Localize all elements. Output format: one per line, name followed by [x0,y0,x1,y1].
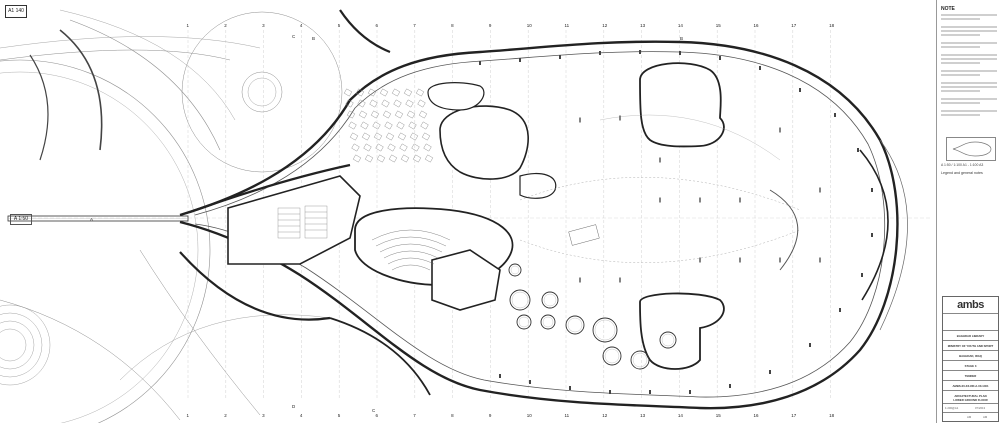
section-mark: C [292,34,296,39]
grid-label: 4 [300,413,303,418]
interior-volumes [227,62,725,370]
drawing-number: AMBS-00-XX-DR-A-00-1401 [952,384,989,388]
drawing-scale: 1:200@A1 [945,406,959,410]
central-hall [519,114,801,271]
site-context [0,9,343,428]
section-mark: B [312,36,315,41]
grid-label: 2 [224,23,227,28]
grid-label: 11 [565,413,570,418]
grid-label: 13 [640,23,646,28]
grid-label: 12 [602,23,608,28]
lecture-seating [277,205,328,239]
drawing-title-2: LOWER GROUND FLOOR [953,398,988,402]
drawing-date: 07/2013 [975,406,986,410]
stage: STAGE 3 [964,364,977,368]
reading-pods [508,263,677,370]
grid-label: 6 [376,413,379,418]
location: BAGHDAD, IRAQ [959,354,982,358]
section-mark: D [292,404,296,409]
address-block [943,313,998,330]
grid-label: 3 [262,413,265,418]
building-envelope [179,9,908,410]
note-text-lines [941,14,997,118]
section-mark: C [372,408,376,413]
section-mark: B [680,36,683,41]
section-markers: C B D C A A B [90,34,943,413]
grid-label: 14 [678,413,684,418]
grid-label: 7 [413,413,416,418]
grid-label: 12 [602,413,608,418]
note-title: NOTE [941,6,955,12]
legend-text: Legend and general notes [941,171,983,175]
grid-label: 8 [451,23,454,28]
grid-label: 15 [716,413,722,418]
entrance-bridge [7,215,189,222]
grid-label: 6 [376,23,379,28]
scale-label: A 1:50 [10,214,32,225]
grid-label: 13 [640,413,646,418]
grid-label: 16 [754,23,760,28]
grid-label: 4 [300,23,303,28]
floor-plan: C B D C A A B 12345678910111213141516171… [0,9,943,428]
grid-label: 17 [791,23,797,28]
entrance-plaza-grid [343,88,434,163]
grid-label: 17 [791,413,797,418]
grid-label: 9 [489,413,492,418]
section-mark: A [90,217,93,222]
grid-label: 16 [754,413,760,418]
grid-label: 7 [413,23,416,28]
grid-label: 9 [489,23,492,28]
sheet-id: A1 140 [5,5,27,18]
grid-label: 10 [527,413,533,418]
scale-text: A 1:50 / 1:100 A1 - 1:100 A3 [941,163,984,167]
grid-label: 18 [829,23,835,28]
columns [479,50,873,394]
status: TENDER [964,374,977,378]
grid-label: 3 [262,23,265,28]
drawn-by: AM [967,415,972,419]
project-name: BAGHDAD LIBRARY [956,334,985,338]
grid-label: 15 [716,23,722,28]
grid-label: 5 [338,23,341,28]
grid-label: 14 [678,23,684,28]
grid-label: 2 [224,413,227,418]
auditorium-seating [371,229,451,271]
grid-label: 1 [187,23,190,28]
client-name: MINISTRY OF YOUTH AND SPORT [947,344,994,348]
grid-label: 1 [187,413,190,418]
grid-label: 11 [565,23,570,28]
company-logo: ambs [957,299,984,311]
grid-label: 5 [338,413,341,418]
checked-by: AM [983,415,988,419]
grid-label: 8 [451,413,454,418]
title-block: ambs BAGHDAD LIBRARY MINISTRY OF YOUTH A… [942,296,999,422]
drawing-title-1: ARCHITECTURAL PLAN [954,394,987,398]
grid-label: 10 [527,23,533,28]
grid-label: 18 [829,413,835,418]
key-plan [946,137,996,161]
